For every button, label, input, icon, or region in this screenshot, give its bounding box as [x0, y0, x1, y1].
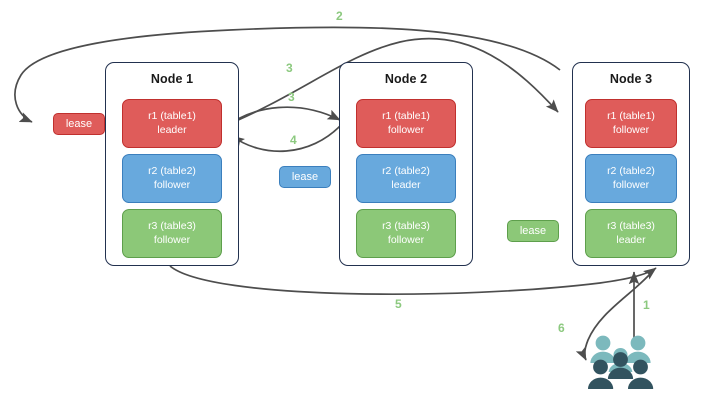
replica-node2-r3[interactable]: r3 (table3) follower	[356, 209, 456, 258]
node-box-node1[interactable]: Node 1 r1 (table1) leader r2 (table2) fo…	[105, 62, 239, 266]
replica-name: r3 (table3)	[382, 220, 430, 232]
step-label-3-short: 3	[288, 90, 295, 104]
replica-role: follower	[153, 233, 191, 246]
replica-name: r1 (table1)	[382, 110, 430, 122]
lease-chip-table3[interactable]: lease	[507, 220, 559, 242]
arrow-5-path	[169, 265, 657, 296]
replica-role: leader	[391, 178, 421, 191]
lease-label: lease	[65, 118, 93, 130]
replica-role: leader	[616, 233, 646, 246]
node-title: Node 3	[609, 72, 653, 86]
replica-role: follower	[153, 178, 191, 191]
replica-name: r2 (table2)	[148, 165, 196, 177]
replica-role: leader	[157, 123, 187, 136]
step-label-5: 5	[395, 297, 402, 311]
node-box-node3[interactable]: Node 3 r1 (table1) follower r2 (table2) …	[572, 62, 690, 266]
lease-label: lease	[519, 225, 547, 237]
arrow-4-path	[231, 123, 343, 153]
replica-role: follower	[387, 123, 425, 136]
replica-node3-r3[interactable]: r3 (table3) leader	[585, 209, 677, 258]
replica-name: r3 (table3)	[148, 220, 196, 232]
replica-role: follower	[612, 123, 650, 136]
replica-node2-r2[interactable]: r2 (table2) leader	[356, 154, 456, 203]
step-label-2: 2	[336, 9, 343, 23]
node-box-node2[interactable]: Node 2 r1 (table1) follower r2 (table2) …	[339, 62, 473, 266]
step-label-3-long: 3	[286, 61, 293, 75]
replica-name: r1 (table1)	[148, 110, 196, 122]
replica-role: follower	[612, 178, 650, 191]
lease-label: lease	[291, 171, 319, 183]
replica-name: r2 (table2)	[607, 165, 655, 177]
node-title: Node 1	[150, 72, 194, 86]
replica-node1-r3[interactable]: r3 (table3) follower	[122, 209, 222, 258]
replica-name: r3 (table3)	[607, 220, 655, 232]
replica-node1-r2[interactable]: r2 (table2) follower	[122, 154, 222, 203]
step-label-6: 6	[558, 321, 565, 335]
replica-node2-r1[interactable]: r1 (table1) follower	[356, 99, 456, 148]
replica-name: r1 (table1)	[607, 110, 655, 122]
lease-chip-table1[interactable]: lease	[53, 113, 105, 135]
replica-node3-r2[interactable]: r2 (table2) follower	[585, 154, 677, 203]
replica-node1-r1[interactable]: r1 (table1) leader	[122, 99, 222, 148]
replica-role: follower	[387, 233, 425, 246]
replica-name: r2 (table2)	[382, 165, 430, 177]
users-icon	[588, 335, 654, 389]
replica-node3-r1[interactable]: r1 (table1) follower	[585, 99, 677, 148]
node-title: Node 2	[384, 72, 428, 86]
lease-chip-table2[interactable]: lease	[279, 166, 331, 188]
arrow-3-short-path	[223, 106, 341, 129]
step-label-4: 4	[290, 133, 297, 147]
step-label-1: 1	[643, 298, 650, 312]
